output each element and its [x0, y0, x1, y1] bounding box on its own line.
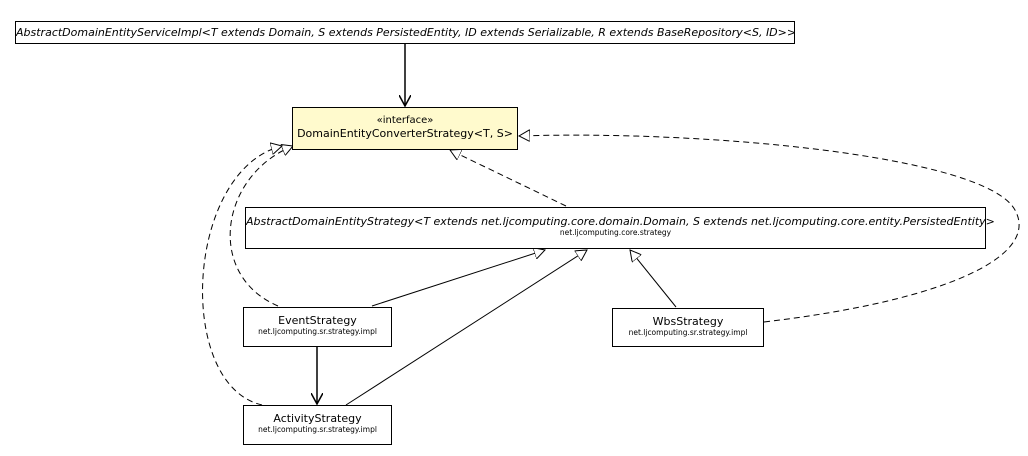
- converter-strategy-stereotype: «interface»: [376, 115, 434, 126]
- activity-strategy-package: net.ljcomputing.sr.strategy.impl: [258, 425, 377, 434]
- activity-strategy-class-box[interactable]: ActivityStrategy net.ljcomputing.sr.stra…: [243, 405, 392, 445]
- service-impl-class-name: AbstractDomainEntityServiceImpl<T extend…: [16, 26, 797, 39]
- converter-strategy-interface-box[interactable]: «interface» DomainEntityConverterStrateg…: [292, 107, 518, 150]
- realization-abstract-to-converter: [450, 150, 567, 207]
- generalization-wbs-to-abstract: [630, 250, 677, 308]
- generalization-activity-to-abstract: [345, 250, 587, 406]
- abstract-strategy-package: net.ljcomputing.core.strategy: [559, 228, 672, 237]
- realization-event-to-converter: [229, 146, 293, 307]
- realization-wbs-to-converter: [519, 135, 1020, 323]
- service-impl-class-box[interactable]: AbstractDomainEntityServiceImpl<T extend…: [15, 21, 797, 44]
- wbs-strategy-class-box[interactable]: WbsStrategy net.ljcomputing.sr.strategy.…: [612, 308, 764, 347]
- event-strategy-class-box[interactable]: EventStrategy net.ljcomputing.sr.strateg…: [243, 307, 392, 347]
- activity-strategy-name: ActivityStrategy: [273, 412, 362, 425]
- event-strategy-package: net.ljcomputing.sr.strategy.impl: [258, 327, 377, 336]
- event-strategy-name: EventStrategy: [278, 314, 357, 327]
- realization-activity-to-converter: [202, 146, 282, 406]
- converter-strategy-name: DomainEntityConverterStrategy<T, S>: [297, 127, 513, 140]
- abstract-strategy-class-box[interactable]: AbstractDomainEntityStrategy<T extends n…: [245, 207, 995, 249]
- wbs-strategy-name: WbsStrategy: [652, 315, 724, 328]
- wbs-strategy-package: net.ljcomputing.sr.strategy.impl: [628, 328, 748, 337]
- abstract-strategy-class-name: AbstractDomainEntityStrategy<T extends n…: [246, 215, 995, 228]
- generalization-event-to-abstract: [371, 250, 545, 307]
